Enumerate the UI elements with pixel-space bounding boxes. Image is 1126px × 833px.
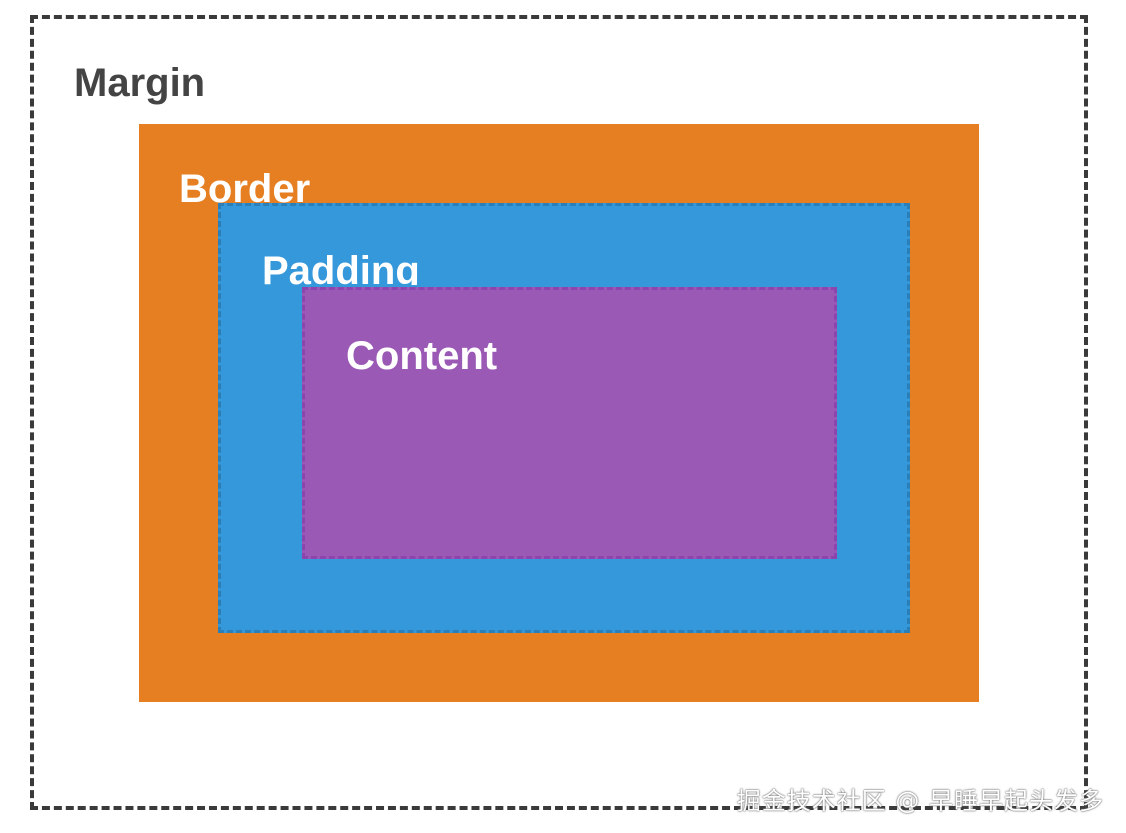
border-label: Border	[179, 167, 311, 211]
margin-label: Margin	[74, 61, 206, 105]
content-label: Content	[346, 334, 498, 378]
watermark: 掘金技术社区 @ 早睡早起头发多	[736, 787, 1104, 815]
padding-label: Padding	[262, 251, 420, 285]
margin-box	[30, 15, 1088, 810]
content-box	[302, 287, 837, 559]
